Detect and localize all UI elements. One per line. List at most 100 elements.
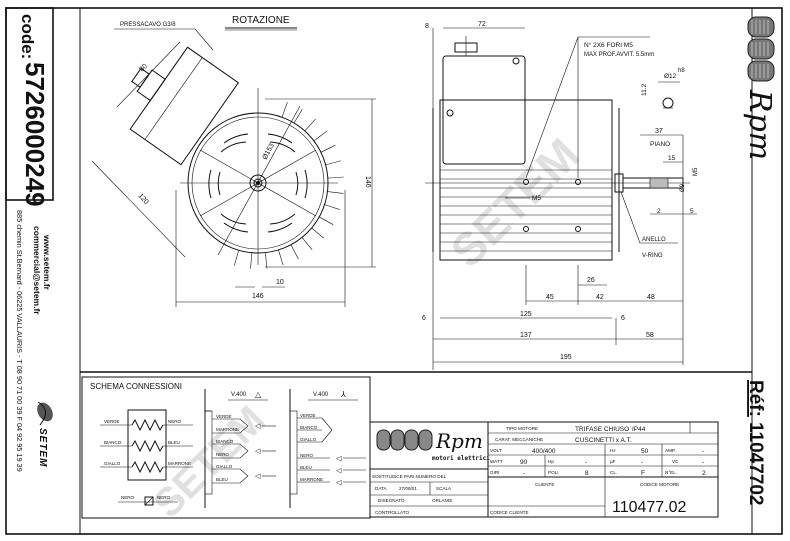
setem-logo-text: SETEM	[37, 428, 48, 467]
delta-connection	[212, 418, 249, 434]
dim-2: 2	[657, 208, 661, 215]
scala-label: SCALA	[436, 486, 452, 491]
winding-coil	[131, 460, 164, 474]
cooling-fin	[327, 176, 344, 179]
reference-block: Réf: 11047702	[745, 380, 766, 506]
dim-45: 45	[546, 294, 554, 301]
shaft-tolerance: h8	[678, 68, 685, 74]
tipo-motore-value: TRIFASE CHIUSO	[575, 426, 629, 433]
ref-label: Réf:	[745, 380, 766, 417]
amp-label: AMP.	[665, 448, 676, 453]
star-title: V.400	[313, 392, 329, 398]
delta-wire-label: BLEU	[216, 477, 228, 482]
star-junction	[321, 417, 333, 443]
flat-height-dim: 11.2	[641, 83, 648, 96]
dim-8: 8	[425, 23, 429, 30]
codice-motore-value: 110477.02	[612, 499, 687, 516]
vc-label: VC	[672, 459, 679, 464]
poli-label: POLI	[548, 470, 558, 475]
delta-wire-label: BIANCO	[216, 439, 234, 444]
front-view: ROTAZIONE PRESSACAVO G3/8 Ø153 146 146	[91, 15, 376, 307]
ip-value: IP44	[632, 426, 646, 433]
cooling-fin	[311, 227, 325, 239]
hz-label: Hz	[610, 448, 616, 453]
dim-48: 48	[647, 294, 655, 301]
star-icon: ⅄	[340, 390, 346, 399]
ring-label: ANELLO	[642, 237, 666, 243]
star-wire-label: VERDE	[300, 413, 316, 418]
sheet-border	[5, 7, 783, 535]
delta-wire-label: NERO	[216, 452, 230, 457]
v-ring-label: V-RING	[642, 253, 663, 259]
cliente-label: CLIENTE	[535, 482, 554, 487]
delta-connection	[212, 468, 249, 484]
dim-72: 72	[478, 21, 486, 28]
arrow-left-icon: ◁	[336, 456, 342, 463]
wire-label-left: GIALLO	[104, 461, 121, 466]
foot-dim: 10	[276, 279, 284, 286]
ref-value: 11047702	[745, 422, 766, 506]
code-box	[5, 7, 54, 201]
hz-value: 50	[641, 448, 649, 455]
title-block: Rpm motori elettrici SOSTITUISCE PARI NU…	[369, 421, 719, 518]
delta-wire-label: GIALLO	[216, 464, 233, 469]
diameter-label: Ø153	[262, 142, 276, 161]
dim-137: 137	[520, 332, 532, 339]
carat-label: CARAT. MECCANICHE	[495, 437, 543, 442]
nel-value: 2	[702, 470, 706, 477]
star-wire-label: GIALLO	[300, 437, 317, 442]
dim-195: 195	[560, 354, 572, 361]
cooling-fin	[324, 204, 340, 210]
height-dim: 146	[364, 176, 371, 188]
star-wire-label: BIANCO	[300, 425, 318, 430]
cooling-fin	[301, 237, 313, 251]
rpm-logo: Rpm motori elettrici	[376, 429, 490, 462]
dim-15: 15	[668, 155, 676, 162]
hp-label: Hp	[548, 459, 554, 464]
vc-value: -	[702, 459, 704, 466]
dim-26: 26	[587, 277, 595, 284]
tipo-motore-label: TIPO MOTORE	[506, 426, 538, 431]
cl-value: F	[641, 470, 645, 477]
rpm-subtitle: motori elettrici	[432, 455, 490, 462]
coil-icon	[747, 16, 775, 82]
dim-42: 42	[596, 294, 604, 301]
company-email: commercial@setem.fr	[32, 226, 42, 315]
side-view: N° 2X6 FORI M5 MAX PROF.AVVIT. 5.5mm M5 …	[422, 21, 699, 370]
cooling-fin	[250, 252, 253, 269]
thermal-left: NERO	[121, 495, 135, 500]
code-label: code:	[18, 14, 37, 59]
wire-label-right: MARRONE	[168, 461, 191, 466]
arrow-left-icon: ◁	[255, 448, 261, 455]
arrow-left-icon: ◁	[336, 468, 342, 475]
star-wire-label: NERO	[300, 453, 314, 458]
cooling-fin	[320, 145, 336, 153]
sostituisce-label: SOSTITUISCE PARI NUMERO DEL	[372, 474, 447, 479]
company-address: 885 chemin St.Bernard - 06225 VALLAURIS …	[15, 210, 24, 472]
dim-6-left: 6	[422, 315, 426, 322]
delta-wire-label: VERDE	[216, 414, 232, 419]
cable-gland-label: PRESSACAVO G3/8	[120, 22, 176, 28]
cooling-fin	[319, 216, 334, 225]
controllato-label: CONTROLLATO	[375, 510, 409, 515]
arrow-left-icon: ◁	[255, 423, 261, 430]
poli-value: 8	[585, 470, 589, 477]
star-wire-label: BLEU	[300, 465, 312, 470]
cooling-fin	[304, 118, 316, 132]
holes-note-line1: N° 2X6 FORI M5	[584, 41, 633, 49]
cooling-fin	[327, 191, 344, 194]
cooling-fin	[281, 102, 288, 118]
cooling-fin	[325, 160, 342, 166]
rpm-brand: Rpm	[435, 429, 483, 453]
cl-label: CL.	[610, 470, 617, 475]
terminal-box-dim-80: 80	[138, 63, 149, 74]
uf-label: µF	[610, 459, 616, 464]
delta-title: V.400	[231, 392, 247, 398]
coil-icon	[376, 429, 433, 451]
setem-logo: SETEM	[37, 401, 53, 467]
cooling-fin	[265, 252, 268, 269]
shaft-thread: M5	[693, 167, 699, 176]
cooling-fin	[313, 131, 327, 142]
arrow-left-icon: ◁	[336, 480, 342, 487]
company-website: www.setem.fr	[42, 234, 52, 291]
